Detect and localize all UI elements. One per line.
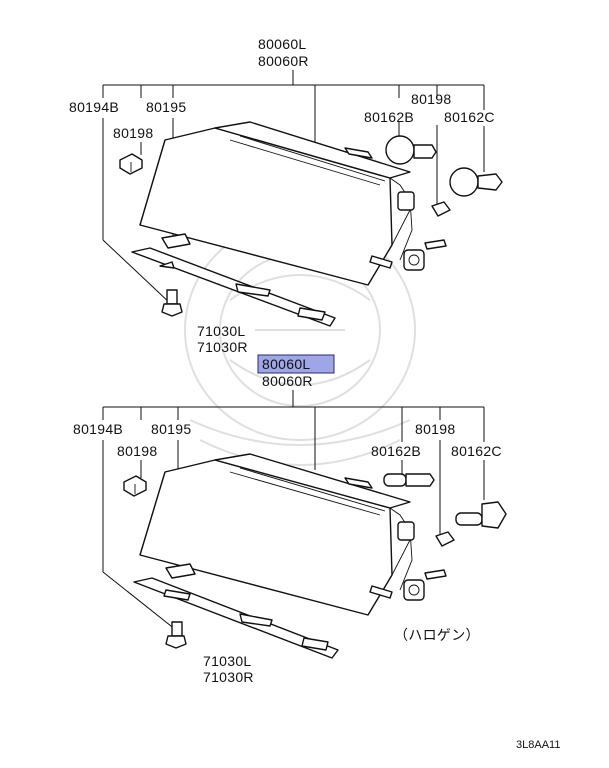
lower-assembly: 80060L 80060R 80194B 80198 80195 80198 8… bbox=[73, 354, 507, 685]
lower-label-80198-right: 80198 bbox=[415, 421, 455, 437]
lower-label-80060l[interactable]: 80060L bbox=[262, 356, 311, 372]
lower-label-halogen-note: （ハロゲン） bbox=[394, 627, 480, 643]
lower-label-80060r: 80060R bbox=[262, 373, 313, 389]
lower-trim-strip bbox=[133, 577, 339, 659]
upper-clip-80195 bbox=[161, 233, 191, 249]
upper-label-80060l: 80060L bbox=[258, 36, 307, 52]
upper-label-80198-right: 80198 bbox=[411, 91, 451, 107]
lower-bulb-80162c bbox=[455, 501, 507, 529]
upper-label-80162b: 80162B bbox=[364, 109, 414, 125]
lower-headlamp-housing bbox=[139, 453, 425, 616]
upper-label-80195: 80195 bbox=[146, 99, 186, 115]
lower-label-80198-left: 80198 bbox=[117, 443, 157, 459]
lower-housing-screws bbox=[344, 477, 447, 599]
upper-housing-screws bbox=[344, 147, 447, 269]
upper-label-71030r: 71030R bbox=[197, 339, 248, 355]
footer-code: 3L8AA11 bbox=[516, 739, 560, 751]
highlight-box bbox=[257, 354, 335, 374]
upper-headlamp-housing bbox=[139, 121, 425, 286]
upper-bulb-80162c bbox=[449, 167, 503, 197]
lower-bolt-80194b bbox=[165, 621, 187, 649]
upper-label-80060r: 80060R bbox=[258, 53, 309, 69]
upper-label-71030l: 71030L bbox=[197, 323, 246, 339]
lower-label-80162c: 80162C bbox=[451, 443, 502, 459]
upper-assembly: 80060L 80060R 80194B 80198 80195 80198 8… bbox=[69, 36, 503, 355]
upper-bulb-80162b bbox=[385, 135, 437, 165]
lower-bulb-screw bbox=[435, 531, 455, 547]
lower-clip-80195 bbox=[165, 563, 196, 579]
lower-label-80195: 80195 bbox=[151, 421, 191, 437]
lower-leader-lines bbox=[102, 390, 485, 631]
upper-bulb-screw bbox=[431, 201, 451, 217]
lower-label-80194b: 80194B bbox=[73, 421, 123, 437]
upper-label-80194b: 80194B bbox=[69, 99, 119, 115]
lower-screw-80198 bbox=[123, 475, 147, 497]
upper-bolt-80194b bbox=[161, 289, 183, 317]
upper-label-80198-left: 80198 bbox=[113, 125, 153, 141]
upper-label-80162c: 80162C bbox=[444, 109, 495, 125]
lower-label-71030l: 71030L bbox=[203, 653, 252, 669]
upper-trim-strip bbox=[131, 247, 336, 327]
lower-label-71030r: 71030R bbox=[203, 669, 254, 685]
upper-screw-80198 bbox=[119, 153, 143, 175]
lower-label-80162b: 80162B bbox=[371, 443, 421, 459]
lower-bulb-80162b bbox=[383, 473, 435, 487]
